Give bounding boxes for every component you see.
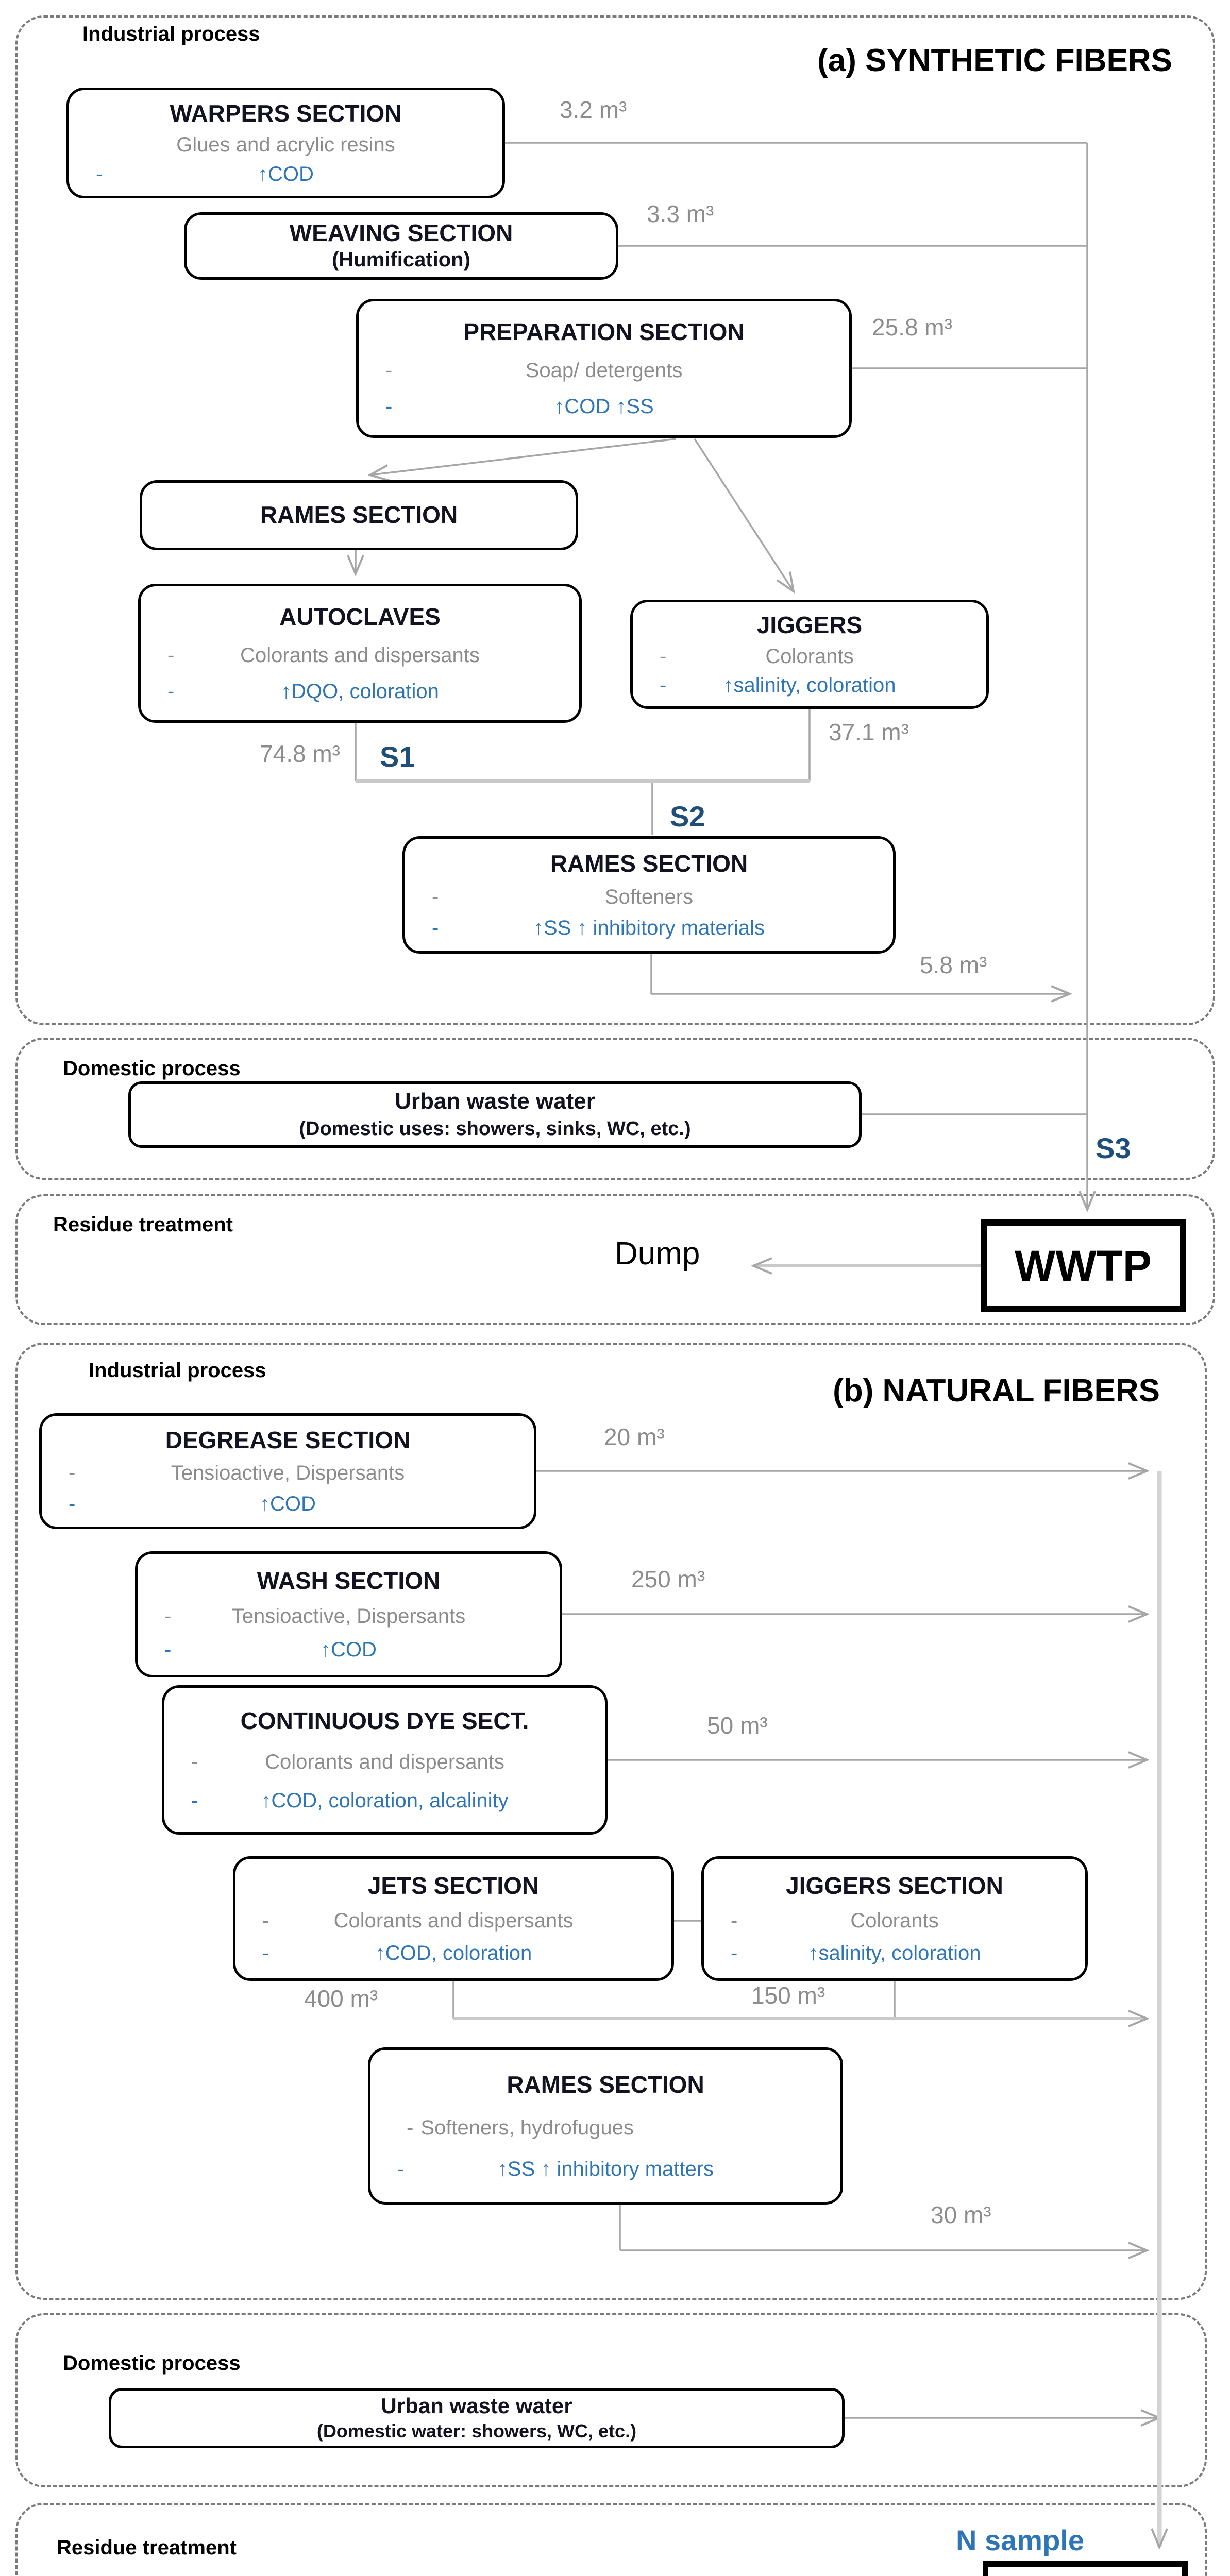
- box-item: -↑salinity, coloration: [660, 673, 896, 697]
- residue-a-container: [15, 1194, 1215, 1325]
- box-item: -↑COD ↑SS: [385, 395, 654, 418]
- flow-label-rames2: 5.8 m³: [920, 952, 987, 978]
- residue-a-label: Residue treatment: [53, 1213, 233, 1236]
- box-item: -Tensioactive, Dispersants: [69, 1462, 405, 1485]
- box-preparation-section: PREPARATION SECTION -Soap/ detergents -↑…: [356, 299, 852, 438]
- box-item: -Colorants and dispersants: [167, 643, 480, 667]
- box-jets-section: JETS SECTION -Colorants and dispersants …: [233, 1856, 674, 1981]
- domestic-b-label: Domestic process: [63, 2352, 241, 2375]
- box-title: WARPERS SECTION: [170, 99, 402, 127]
- flow-label-weaving: 3.3 m³: [647, 200, 714, 227]
- box-continuous-dye-section: CONTINUOUS DYE SECT. -Colorants and disp…: [162, 1685, 608, 1835]
- industrial-a-container: [15, 15, 1215, 1025]
- box-item: -Colorants: [660, 645, 854, 668]
- flow-label-degrease: 20 m³: [604, 1423, 665, 1450]
- flow-label-wash: 250 m³: [631, 1566, 705, 1592]
- part-a-title: (a) SYNTHETIC FIBERS: [817, 43, 1172, 78]
- residue-b-container: [15, 2503, 1207, 2576]
- box-item: -↑COD, coloration: [262, 1942, 532, 1965]
- prep-to-rames1-arrow: [370, 438, 677, 475]
- box-item: -Colorants and dispersants: [191, 1750, 504, 1773]
- box-item: -↑COD: [164, 1638, 377, 1661]
- box-item: -↑COD: [96, 163, 314, 186]
- dump-a-text: Dump: [615, 1236, 700, 1272]
- wwtp-a-box: WWTP: [981, 1219, 1186, 1312]
- box-item: Glues and acrylic resins: [176, 133, 395, 157]
- wwtp-b-box: WWTP: [983, 2561, 1188, 2576]
- box-title: WASH SECTION: [257, 1567, 441, 1595]
- domestic-a-container: [15, 1038, 1215, 1180]
- box-subtitle: (Humification): [332, 248, 470, 272]
- box-item: -Softeners, hydrofugues: [407, 2116, 634, 2140]
- box-weaving-section: WEAVING SECTION (Humification): [184, 212, 618, 280]
- box-rames1-section: RAMES SECTION: [140, 480, 578, 550]
- box-item: -↑COD, coloration, alcalinity: [191, 1789, 509, 1812]
- box-rames2-section: RAMES SECTION -Softeners -↑SS ↑ inhibito…: [402, 836, 896, 954]
- box-title: PREPARATION SECTION: [463, 318, 745, 345]
- merge-flow-lines: [356, 779, 1147, 2576]
- box-item: -↑DQO, coloration: [167, 680, 439, 703]
- industrial-b-label: Industrial process: [89, 1359, 266, 1382]
- box-item: -Tensioactive, Dispersants: [164, 1605, 466, 1628]
- box-title: RAMES SECTION: [507, 2071, 704, 2098]
- box-subtitle: (Domestic uses: showers, sinks, WC, etc.…: [299, 1117, 691, 1140]
- box-rames-b-section: RAMES SECTION -Softeners, hydrofugues -↑…: [368, 2047, 843, 2205]
- box-title: RAMES SECTION: [550, 850, 748, 877]
- box-item: -↑SS ↑ inhibitory matters: [397, 2157, 714, 2180]
- sample-label-n: N sample: [956, 2524, 1084, 2556]
- box-urban-waste-water-b: Urban waste water (Domestic water: showe…: [109, 2388, 845, 2448]
- box-title: Urban waste water: [381, 2394, 572, 2418]
- domestic-a-label: Domestic process: [63, 1057, 241, 1080]
- flow-label-rames-b: 30 m³: [931, 2201, 991, 2228]
- industrial-a-label: Industrial process: [82, 23, 260, 45]
- prep-to-jiggers-arrow: [694, 438, 794, 591]
- flow-label-jets: 400 m³: [304, 1985, 378, 2012]
- box-item: -↑SS ↑ inhibitory materials: [432, 916, 765, 939]
- box-degrease-section: DEGREASE SECTION -Tensioactive, Dispersa…: [39, 1413, 536, 1529]
- box-item: -Soap/ detergents: [385, 359, 683, 382]
- flow-label-autoclaves: 74.8 m³: [260, 740, 340, 767]
- flow-label-jiggers-a: 37.1 m³: [829, 719, 909, 745]
- sample-label-s3: S3: [1096, 1132, 1131, 1164]
- flow-label-warpers: 3.2 m³: [560, 96, 627, 123]
- box-item: -Colorants and dispersants: [262, 1909, 574, 1932]
- thin-flow-lines: [356, 142, 1159, 2418]
- box-warpers-section: WARPERS SECTION Glues and acrylic resins…: [66, 88, 505, 198]
- box-title: JIGGERS SECTION: [786, 1872, 1003, 1899]
- box-title: JIGGERS: [756, 612, 863, 639]
- sample-label-s1: S1: [380, 740, 415, 773]
- box-jiggers-a: JIGGERS -Colorants -↑salinity, coloratio…: [630, 600, 989, 709]
- flow-label-jiggers-b: 150 m³: [751, 1982, 825, 2009]
- box-autoclaves: AUTOCLAVES -Colorants and dispersants -↑…: [138, 584, 582, 723]
- flow-label-dye: 50 m³: [707, 1712, 768, 1739]
- box-subtitle: (Domestic water: showers, WC, etc.): [316, 2420, 637, 2442]
- box-wash-section: WASH SECTION -Tensioactive, Dispersants …: [135, 1551, 562, 1677]
- box-item: -Softeners: [432, 885, 694, 908]
- box-title: DEGREASE SECTION: [165, 1427, 411, 1454]
- box-title: CONTINUOUS DYE SECT.: [240, 1707, 529, 1734]
- box-item: -↑COD: [69, 1492, 316, 1515]
- box-title: RAMES SECTION: [260, 501, 458, 529]
- sample-label-s2: S2: [670, 800, 705, 833]
- box-title: JETS SECTION: [367, 1872, 540, 1899]
- box-urban-waste-water-a: Urban waste water (Domestic uses: shower…: [128, 1081, 862, 1148]
- flow-label-preparation: 25.8 m³: [872, 314, 952, 341]
- box-jiggers-b-section: JIGGERS SECTION -Colorants -↑salinity, c…: [701, 1856, 1088, 1981]
- part-b-title: (b) NATURAL FIBERS: [833, 1373, 1160, 1409]
- industrial-b-container: [15, 1343, 1207, 2300]
- box-title: AUTOCLAVES: [279, 603, 441, 630]
- box-item: -↑salinity, coloration: [731, 1942, 981, 1965]
- box-item: -Colorants: [731, 1909, 939, 1932]
- residue-b-label: Residue treatment: [57, 2536, 237, 2559]
- box-title: Urban waste water: [395, 1089, 595, 1114]
- box-title: WEAVING SECTION: [289, 219, 513, 246]
- domestic-b-container: [15, 2313, 1207, 2487]
